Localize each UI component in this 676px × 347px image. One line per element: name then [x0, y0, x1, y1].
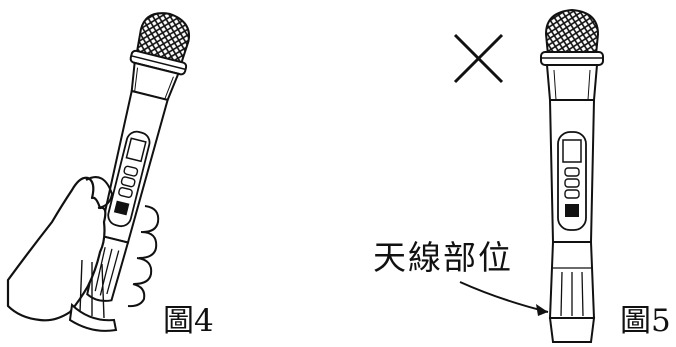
figure-4 [6, 12, 191, 332]
figure-5-caption: 圖5 [620, 303, 671, 339]
figure-5 [453, 8, 604, 343]
figure-4-caption: 圖4 [163, 303, 214, 339]
wireless-microphone-icon [86, 12, 191, 302]
wireless-microphone-icon [540, 8, 604, 343]
antenna-section-label: 天線部位 [373, 238, 513, 277]
antenna-section [68, 259, 118, 332]
cross-mark-icon [453, 33, 504, 84]
callout-arrow [459, 281, 549, 316]
